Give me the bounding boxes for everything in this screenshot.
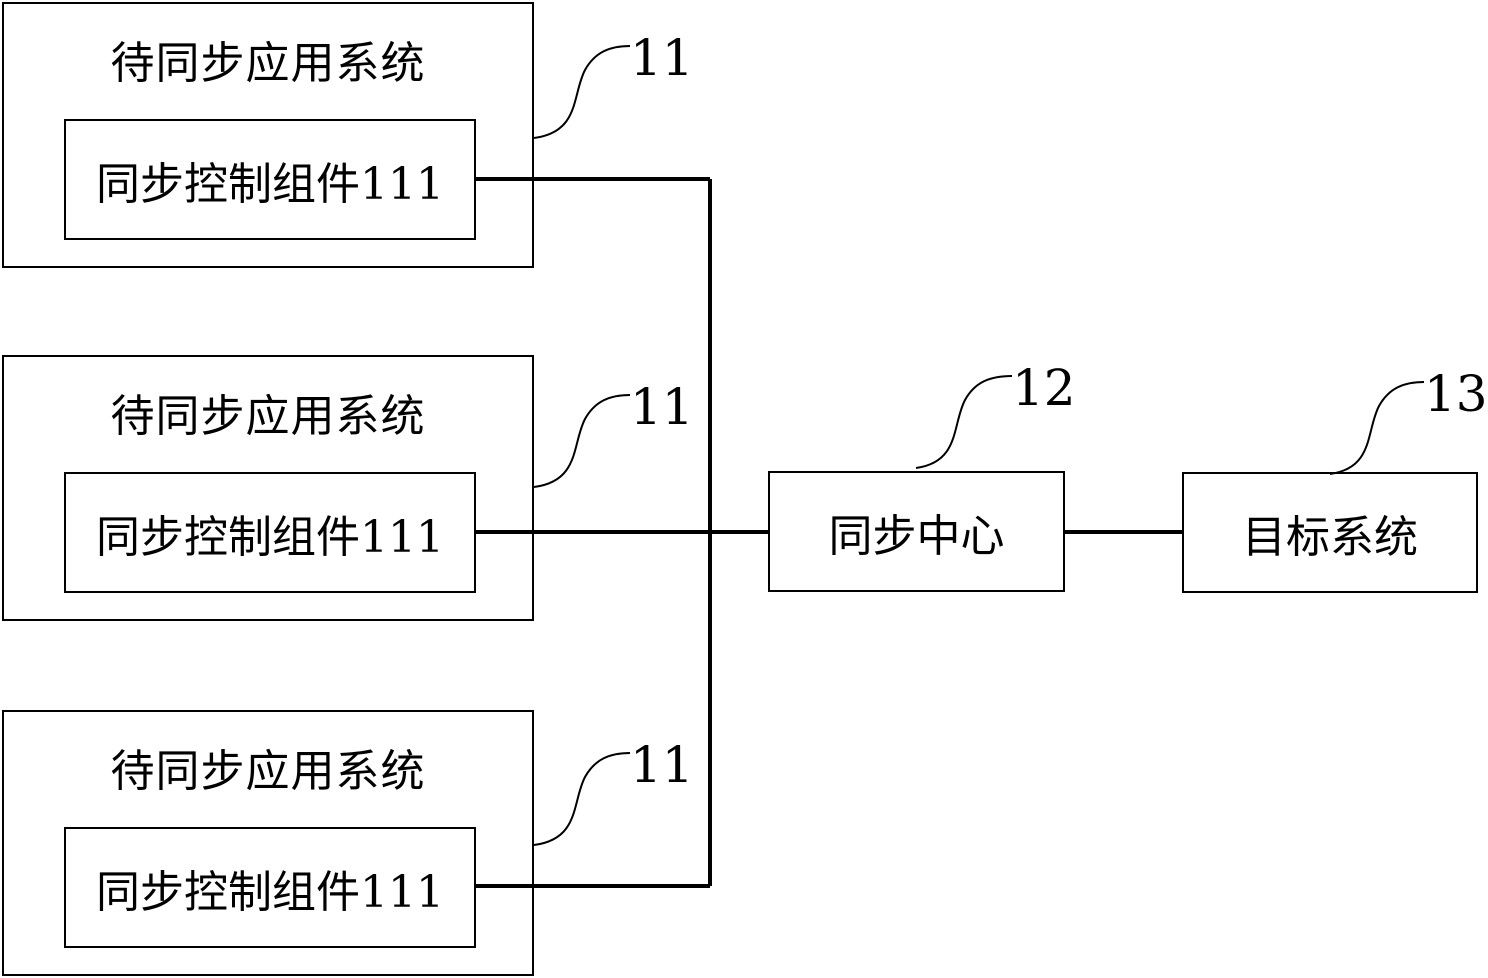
sync-control-component-box: 同步控制组件111	[64, 827, 476, 948]
leader-line-target	[1329, 381, 1425, 475]
ref-number-12: 12	[1012, 359, 1076, 417]
ref-number-11: 11	[630, 378, 694, 436]
app-system-box-3: 待同步应用系统 同步控制组件111	[2, 710, 534, 976]
leader-line-system-3	[533, 752, 631, 846]
app-system-box-1: 待同步应用系统 同步控制组件111	[2, 2, 534, 268]
sync-control-component-box: 同步控制组件111	[64, 472, 476, 593]
app-system-title: 待同步应用系统	[110, 746, 426, 797]
ref-number-13: 13	[1424, 365, 1488, 423]
sync-control-component-box: 同步控制组件111	[64, 119, 476, 240]
app-system-title: 待同步应用系统	[110, 38, 426, 89]
leader-line-center	[915, 375, 1013, 469]
leader-line-system-1	[533, 45, 631, 139]
sync-center-label: 同步中心	[828, 510, 1005, 562]
ref-number-11: 11	[630, 736, 694, 794]
sync-control-component-label: 同步控制组件111	[96, 511, 444, 563]
leader-line-system-2	[533, 394, 631, 488]
sync-control-component-label: 同步控制组件111	[96, 158, 444, 210]
app-system-title: 待同步应用系统	[110, 391, 426, 442]
ref-number-11: 11	[630, 29, 694, 87]
app-system-box-2: 待同步应用系统 同步控制组件111	[2, 355, 534, 621]
sync-center-box: 同步中心	[768, 471, 1065, 592]
sync-control-component-label: 同步控制组件111	[96, 866, 444, 918]
target-system-box: 目标系统	[1182, 472, 1478, 593]
target-system-label: 目标系统	[1242, 511, 1418, 563]
